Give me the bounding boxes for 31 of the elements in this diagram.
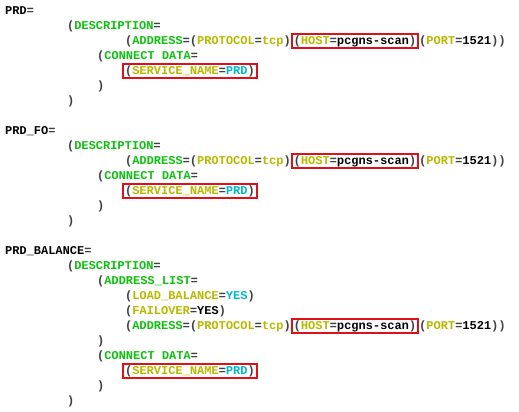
code-text: PRD= <box>5 4 34 19</box>
highlighted-code: (SERVICE_NAME=PRD) <box>122 63 258 79</box>
highlighted-code: (SERVICE_NAME=PRD) <box>122 183 258 199</box>
code-text: ) <box>97 379 104 394</box>
code-text: (CONNECT DATA= <box>97 49 198 64</box>
code-text: ) <box>97 199 104 214</box>
highlighted-code: (HOST=pcgns-scan) <box>290 318 420 334</box>
code-text: ) <box>67 214 74 229</box>
code-text: ) <box>67 394 74 409</box>
code-text: ) <box>97 334 104 349</box>
highlighted-code: (HOST=pcgns-scan) <box>290 153 420 169</box>
code-text: ) <box>97 79 104 94</box>
highlighted-code: (SERVICE_NAME=PRD) <box>122 363 258 379</box>
code-text: (CONNECT DATA= <box>97 169 198 184</box>
code-text: (DESCRIPTION= <box>67 139 161 154</box>
code-text: (DESCRIPTION= <box>67 259 161 274</box>
code-text: (ADDRESS_LIST= <box>97 274 198 289</box>
code-text: (ADDRESS=(PROTOCOL=tcp) <box>125 34 291 49</box>
code-text: ) <box>67 94 74 109</box>
code-text: (PORT=1521)) <box>419 34 506 49</box>
highlighted-code: (HOST=pcgns-scan) <box>290 33 420 49</box>
code-text: (ADDRESS=(PROTOCOL=tcp) <box>125 319 291 334</box>
code-text: PRD_FO= <box>5 124 56 139</box>
code-text: PRD_BALANCE= <box>5 244 92 259</box>
code-text: (FAILOVER=YES) <box>125 304 226 319</box>
code-text: (LOAD_BALANCE=YES) <box>125 289 255 304</box>
code-text: (PORT=1521)) <box>419 154 506 169</box>
code-text: (PORT=1521)) <box>419 319 506 334</box>
code-text: (CONNECT DATA= <box>97 349 198 364</box>
code-text: (ADDRESS=(PROTOCOL=tcp) <box>125 154 291 169</box>
code-text: (DESCRIPTION= <box>67 19 161 34</box>
